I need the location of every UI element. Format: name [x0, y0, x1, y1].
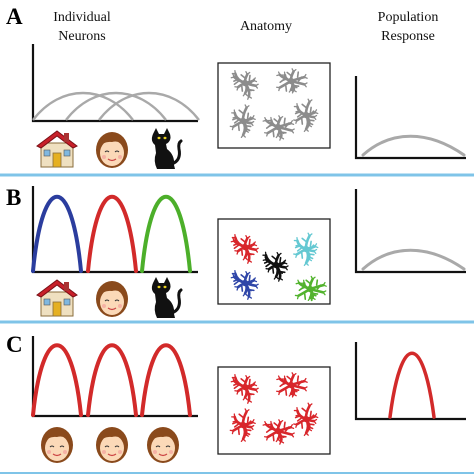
- face-icon: [41, 427, 73, 463]
- neuron-cell: [262, 115, 295, 141]
- panel-a: A: [6, 4, 466, 169]
- tuning-axes: [31, 44, 198, 123]
- col-label-neurons: Neurons: [58, 29, 105, 44]
- population-axes: [354, 189, 466, 274]
- neuron-cell: [229, 104, 256, 138]
- neuron-cell: [294, 275, 327, 302]
- neuron-cell: [230, 373, 259, 404]
- neuron-cell: [262, 251, 289, 282]
- house-icon: [36, 279, 78, 317]
- panel-letter: C: [6, 332, 23, 357]
- neuron-cell: [230, 269, 259, 300]
- col-label-individual: Individual: [53, 10, 111, 25]
- population-curve: [388, 351, 436, 419]
- neuron-cell: [293, 402, 319, 437]
- neuron-cell: [276, 372, 308, 398]
- col-label-response: Response: [381, 29, 435, 44]
- panel-c: C: [0, 320, 474, 463]
- tuning-curve: [32, 91, 134, 121]
- neuron-cell: [262, 419, 295, 445]
- population-axes: [354, 76, 466, 160]
- neuron-cell: [293, 232, 319, 267]
- neuron-cell: [229, 408, 256, 442]
- tuning-curve: [86, 343, 138, 417]
- tuning-curve: [140, 343, 192, 417]
- col-label-anatomy: Anatomy: [240, 19, 292, 34]
- cat-icon: [151, 128, 183, 169]
- col-label-population: Population: [378, 10, 439, 25]
- neuron-cell: [293, 98, 319, 133]
- neuron-cell: [230, 233, 259, 264]
- face-icon: [96, 132, 128, 168]
- anatomy-box: [217, 218, 331, 305]
- house-icon: [36, 130, 78, 168]
- tuning-curve: [140, 194, 192, 273]
- cat-icon: [151, 277, 183, 318]
- tuning-curve: [98, 91, 200, 121]
- panel-b: B: [0, 173, 474, 318]
- tuning-curve: [65, 91, 167, 121]
- face-icon: [96, 281, 128, 317]
- population-curve: [361, 248, 466, 271]
- panel-letter: B: [6, 185, 21, 210]
- neuron-cell: [230, 69, 259, 100]
- tuning-curve: [31, 343, 83, 417]
- population-axes: [354, 342, 466, 421]
- face-icon: [96, 427, 128, 463]
- neuron-cell: [276, 68, 308, 94]
- tuning-curve: [86, 194, 138, 273]
- tuning-curve: [31, 194, 83, 273]
- panel-letter: A: [6, 4, 23, 29]
- face-icon: [147, 427, 179, 463]
- panels: A B C: [0, 4, 474, 474]
- population-curve: [361, 134, 466, 157]
